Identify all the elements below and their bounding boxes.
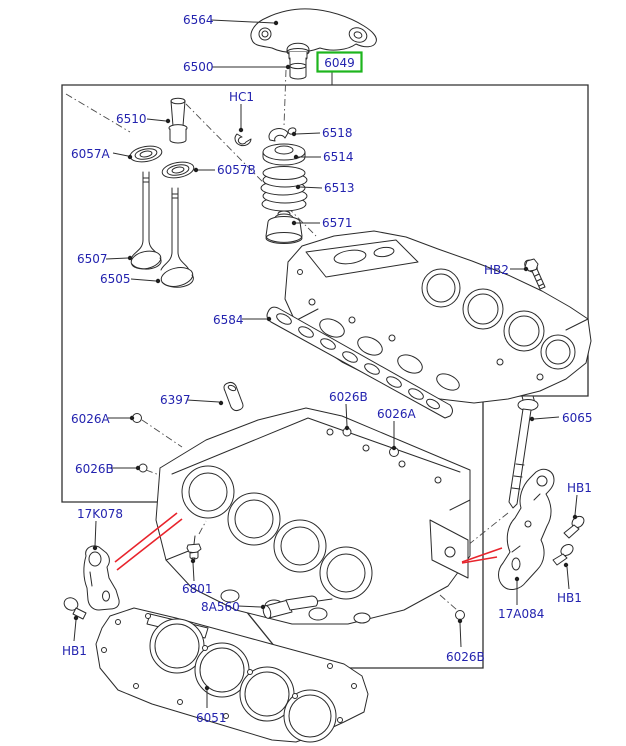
part-label-17k078[interactable]: 17K078 bbox=[77, 507, 123, 521]
head-gasket-drawing bbox=[95, 607, 369, 743]
part-label-6571[interactable]: 6571 bbox=[322, 216, 353, 230]
part-label-6510[interactable]: 6510 bbox=[116, 112, 147, 126]
part-label-6564[interactable]: 6564 bbox=[183, 13, 214, 27]
dowel-6397-drawing bbox=[223, 381, 244, 412]
leader-lines bbox=[73, 19, 578, 708]
part-label-6514[interactable]: 6514 bbox=[323, 150, 354, 164]
part-label-6801[interactable]: 6801 bbox=[182, 582, 213, 596]
part-label-6507[interactable]: 6507 bbox=[77, 252, 108, 266]
part-label-6584[interactable]: 6584 bbox=[213, 313, 244, 327]
highlighted-part-callout[interactable]: 6049 bbox=[316, 51, 363, 73]
part-label-6051[interactable]: 6051 bbox=[196, 711, 227, 725]
plugs-6026-drawing bbox=[132, 413, 465, 620]
bolt-hb1-right-lower-drawing bbox=[552, 543, 574, 566]
valve-guide-drawing bbox=[168, 97, 188, 144]
part-label-8a560[interactable]: 8A560 bbox=[201, 600, 240, 614]
part-label-6513[interactable]: 6513 bbox=[324, 181, 355, 195]
part-label-hb1-3[interactable]: HB1 bbox=[62, 644, 87, 658]
part-label-6057a[interactable]: 6057A bbox=[71, 147, 111, 161]
assembly-fence-border bbox=[61, 84, 589, 669]
part-label-hc1[interactable]: HC1 bbox=[229, 90, 254, 104]
part-label-6518[interactable]: 6518 bbox=[322, 126, 353, 140]
retainer-clip-drawing bbox=[234, 133, 252, 147]
valve-seal-6057b-drawing bbox=[161, 161, 195, 179]
spring-retainer-drawing bbox=[262, 143, 306, 166]
part-label-6065[interactable]: 6065 bbox=[562, 411, 593, 425]
rocker-arm-drawing bbox=[250, 8, 377, 53]
bracket-17a084-drawing bbox=[498, 468, 555, 590]
part-label-6505[interactable]: 6505 bbox=[100, 272, 131, 286]
cylinder-head-lower-block-drawing bbox=[155, 407, 471, 625]
part-label-6026b-3[interactable]: 6026B bbox=[446, 650, 485, 664]
valve-keepers-drawing bbox=[268, 127, 297, 142]
lash-adjuster-drawing bbox=[286, 42, 310, 80]
part-label-6057b[interactable]: 6057B bbox=[217, 163, 256, 177]
connector-8a560-drawing bbox=[262, 595, 333, 619]
intake-valve-drawing bbox=[160, 187, 194, 288]
cylinder-head-upper-assembly-drawing bbox=[284, 230, 592, 404]
part-label-6500[interactable]: 6500 bbox=[183, 60, 214, 74]
part-label-hb1[interactable]: HB1 bbox=[567, 481, 592, 495]
highlight-box bbox=[316, 51, 363, 73]
bolt-hb2-drawing bbox=[524, 258, 546, 290]
exhaust-valve-drawing bbox=[130, 171, 162, 270]
part-label-hb1-2[interactable]: HB1 bbox=[557, 591, 582, 605]
valve-seal-6057a-drawing bbox=[129, 145, 163, 163]
part-label-hb2[interactable]: HB2 bbox=[484, 263, 509, 277]
bracket-17k078-drawing bbox=[83, 545, 120, 611]
part-label-6026a[interactable]: 6026A bbox=[71, 412, 111, 426]
bolt-6065-drawing bbox=[508, 395, 539, 509]
bolt-hb1-bottom-left-drawing bbox=[63, 597, 87, 620]
highlighted-part-label[interactable]: 6049 bbox=[324, 56, 355, 70]
part-label-6026a-2[interactable]: 6026A bbox=[377, 407, 417, 421]
red-callout-lines bbox=[114, 512, 503, 571]
valve-stem-seal-drawing bbox=[265, 210, 303, 244]
part-label-17a084[interactable]: 17A084 bbox=[498, 607, 544, 621]
part-label-6026b-2[interactable]: 6026B bbox=[329, 390, 368, 404]
valve-spring-drawing bbox=[260, 166, 308, 212]
part-label-6397[interactable]: 6397 bbox=[160, 393, 191, 407]
part-label-6026b[interactable]: 6026B bbox=[75, 462, 114, 476]
